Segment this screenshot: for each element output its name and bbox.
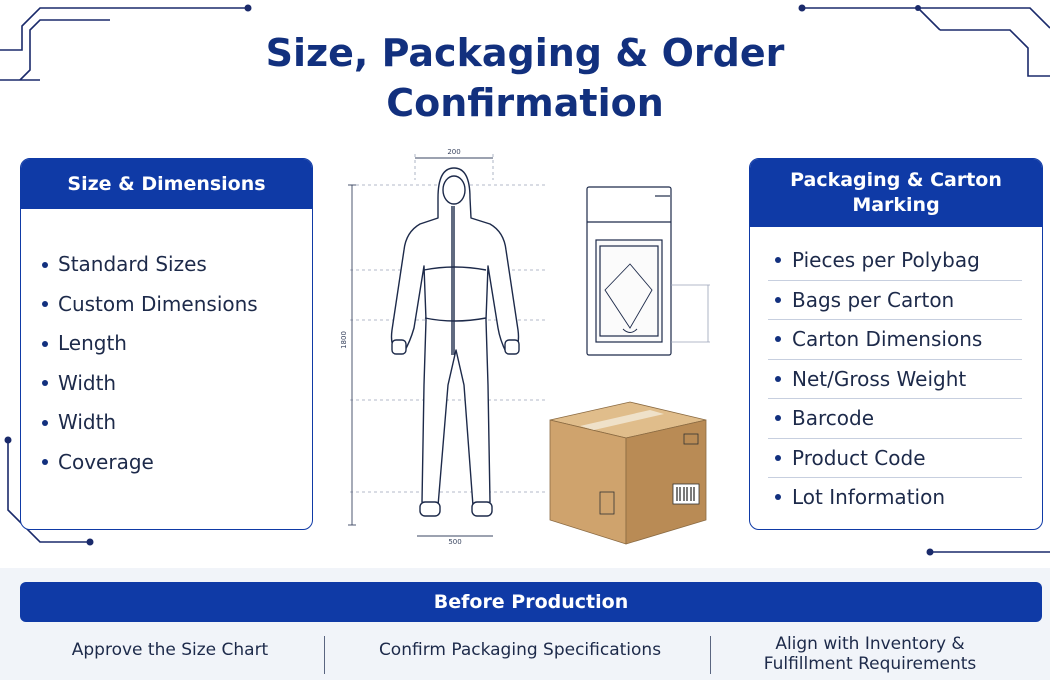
list-item: Width: [21, 364, 312, 404]
step-align-line2: Fulfillment Requirements: [763, 654, 977, 674]
step-divider: [710, 636, 711, 674]
dimension-label-side: 1800: [340, 331, 348, 349]
page-title-line2: Confirmation: [386, 81, 664, 125]
step-divider: [324, 636, 325, 674]
list-item-label: Carton Dimensions: [792, 327, 983, 351]
list-item-label: Bags per Carton: [792, 287, 955, 312]
list-item-label: Pieces per Polybag: [792, 248, 980, 272]
list-item: Coverage: [21, 443, 312, 483]
coverall-icon: [390, 167, 520, 517]
dimension-label-top: 200: [447, 148, 460, 156]
list-item: Custom Dimensions: [21, 285, 312, 325]
step-align-line1: Align with Inventory &: [775, 634, 965, 654]
page-title: Size, Packaging & Order Confirmation: [0, 28, 1050, 128]
packaging-carton-heading: Packaging & Carton Marking: [750, 159, 1042, 227]
list-item: Width: [21, 403, 312, 443]
list-item-label: Net/Gross Weight: [792, 366, 967, 391]
list-item: Carton Dimensions: [768, 320, 1022, 360]
product-illustration: 200 500 1800: [340, 148, 710, 546]
list-item: Pieces per Polybag: [768, 241, 1022, 281]
step-align-inventory: Align with Inventory & Fulfillment Requi…: [720, 634, 1020, 674]
list-item: Standard Sizes: [21, 245, 312, 285]
list-item-label: Barcode: [792, 406, 874, 430]
dimension-label-bottom: 500: [448, 538, 461, 546]
list-item: Product Code: [768, 439, 1022, 478]
list-item: Lot Information: [768, 478, 1022, 517]
size-dimensions-card: Size & Dimensions Standard Sizes Custom …: [20, 158, 313, 530]
step-approve-size-chart: Approve the Size Chart: [71, 640, 269, 660]
list-item: Length: [21, 324, 312, 364]
list-item-label: Product Code: [792, 445, 926, 470]
packaging-heading-line1: Packaging & Carton: [790, 169, 1002, 191]
carton-box-icon: [549, 401, 707, 545]
step-confirm-packaging: Confirm Packaging Specifications: [378, 640, 662, 660]
list-item: Barcode: [768, 399, 1022, 439]
packaging-carton-list: Pieces per Polybag Bags per Carton Carto…: [750, 227, 1042, 517]
polybag-icon: [586, 186, 672, 356]
packaging-heading-line2: Marking: [852, 194, 940, 216]
size-dimensions-list: Standard Sizes Custom Dimensions Length …: [21, 209, 312, 482]
list-item-label: Lot Information: [792, 485, 945, 509]
packaging-carton-card: Packaging & Carton Marking Pieces per Po…: [749, 158, 1043, 530]
list-item: Bags per Carton: [768, 281, 1022, 320]
page-title-line1: Size, Packaging & Order: [265, 31, 785, 75]
before-production-heading: Before Production: [20, 582, 1042, 622]
size-dimensions-heading: Size & Dimensions: [21, 159, 312, 209]
list-item: Net/Gross Weight: [768, 360, 1022, 399]
